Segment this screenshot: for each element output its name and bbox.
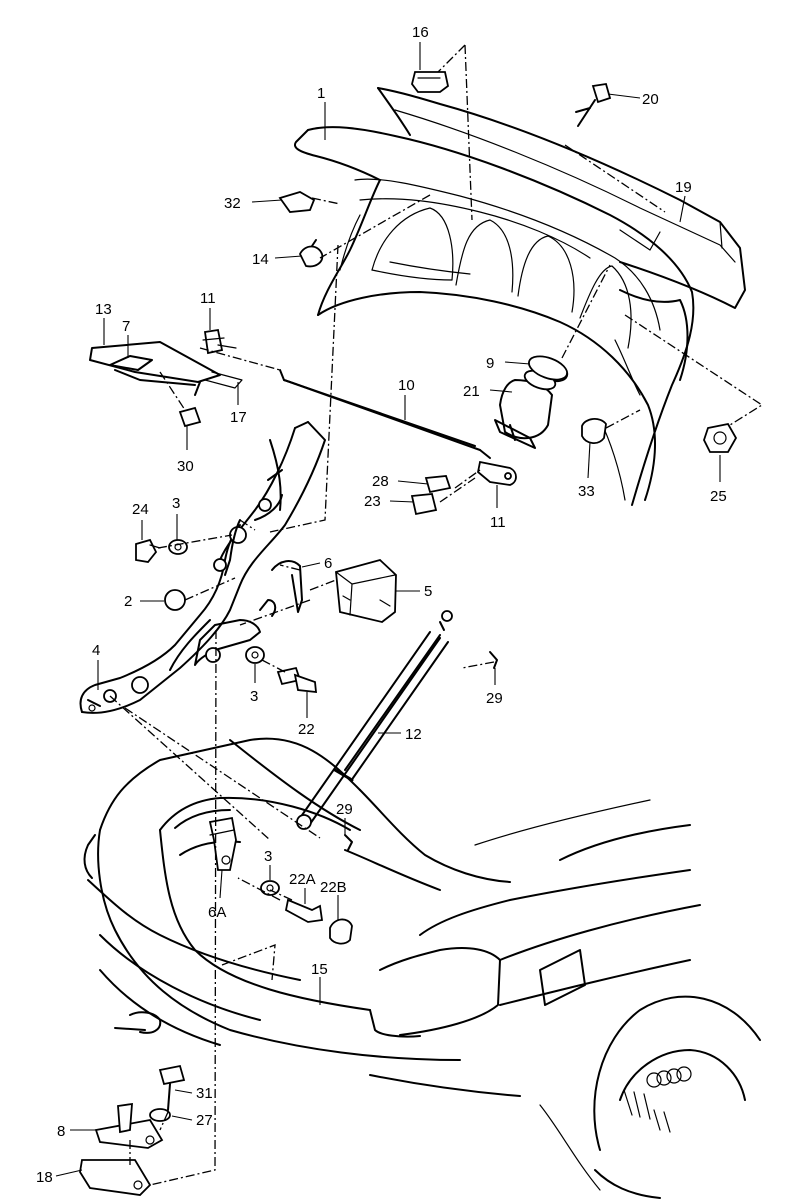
part-18-plate xyxy=(79,1159,152,1196)
callout-17: 17 xyxy=(230,409,247,426)
callout-3-lower: 3 xyxy=(264,848,272,865)
callout-6A: 6A xyxy=(208,904,226,921)
part-2-bushing xyxy=(164,589,186,611)
callout-20: 20 xyxy=(642,91,659,108)
assembly-lines xyxy=(109,44,764,1186)
part-32-buffer xyxy=(278,191,316,213)
car-body-rear xyxy=(83,737,761,1199)
clip-11-lower xyxy=(477,460,517,486)
leader-lines xyxy=(55,42,721,1177)
part-3-washer-a xyxy=(168,539,188,555)
callout-11-lower: 11 xyxy=(490,514,506,531)
callout-29-lower: 29 xyxy=(336,801,353,818)
rear-spoiler xyxy=(377,87,746,309)
callout-9: 9 xyxy=(486,355,494,372)
part-3-washer-b xyxy=(245,646,265,664)
callout-labels: 1 16 20 19 32 14 11 13 7 17 30 10 9 21 3… xyxy=(36,24,727,1186)
callout-30: 30 xyxy=(177,458,194,475)
callout-1: 1 xyxy=(317,85,325,102)
part-6-spring xyxy=(271,560,303,613)
clip-11-upper xyxy=(202,328,237,355)
part-31-bolt xyxy=(158,1064,186,1086)
part-29-pin-a xyxy=(489,651,498,669)
part-30-clip xyxy=(178,406,202,428)
release-rod xyxy=(279,369,491,459)
callout-5: 5 xyxy=(424,583,432,600)
small-parts xyxy=(79,71,738,1196)
part-8-plate xyxy=(94,1119,164,1149)
callout-13: 13 xyxy=(95,301,112,318)
callout-14: 14 xyxy=(252,251,269,268)
part-16-key-head xyxy=(411,71,450,93)
part-5-buffer xyxy=(335,558,397,623)
part-28-clip xyxy=(424,475,452,494)
part-29-pin-b xyxy=(344,834,353,851)
hinge-assembly xyxy=(79,421,326,714)
callout-24: 24 xyxy=(132,501,149,518)
part-24-nut xyxy=(135,538,158,563)
part-22A-bolt xyxy=(284,898,324,923)
callout-22A: 22A xyxy=(289,871,316,888)
callout-10: 10 xyxy=(398,377,415,394)
callout-16: 16 xyxy=(412,24,429,41)
callout-6: 6 xyxy=(324,555,332,572)
callout-33: 33 xyxy=(578,483,595,500)
callout-19: 19 xyxy=(675,179,692,196)
callout-2: 2 xyxy=(124,593,132,610)
callout-3-middle: 3 xyxy=(250,688,258,705)
part-9-seal xyxy=(527,355,569,381)
callout-29-upper: 29 xyxy=(486,690,503,707)
callout-11-upper: 11 xyxy=(200,290,216,307)
callout-8: 8 xyxy=(57,1123,65,1140)
callout-4: 4 xyxy=(92,642,100,659)
gas-strut xyxy=(296,610,453,830)
callout-12: 12 xyxy=(405,726,422,743)
callout-32: 32 xyxy=(224,195,241,212)
callout-21: 21 xyxy=(463,383,480,400)
trunk-lid xyxy=(294,126,695,506)
part-25-nut xyxy=(703,422,738,453)
callout-27: 27 xyxy=(196,1112,213,1129)
callout-22B: 22B xyxy=(320,879,347,896)
part-20-key xyxy=(591,82,612,104)
part-14-plug xyxy=(298,245,324,268)
callout-25: 25 xyxy=(710,488,727,505)
part-22B-nut xyxy=(329,918,353,945)
callout-18: 18 xyxy=(36,1169,53,1186)
callout-31: 31 xyxy=(196,1085,213,1102)
callout-23: 23 xyxy=(364,493,381,510)
callout-3-upper: 3 xyxy=(172,495,180,512)
part-23-clip xyxy=(410,493,438,516)
callout-28: 28 xyxy=(372,473,389,490)
part-33-plug xyxy=(581,418,607,444)
callout-15: 15 xyxy=(311,961,328,978)
callout-22: 22 xyxy=(298,721,315,738)
callout-7: 7 xyxy=(122,318,130,335)
